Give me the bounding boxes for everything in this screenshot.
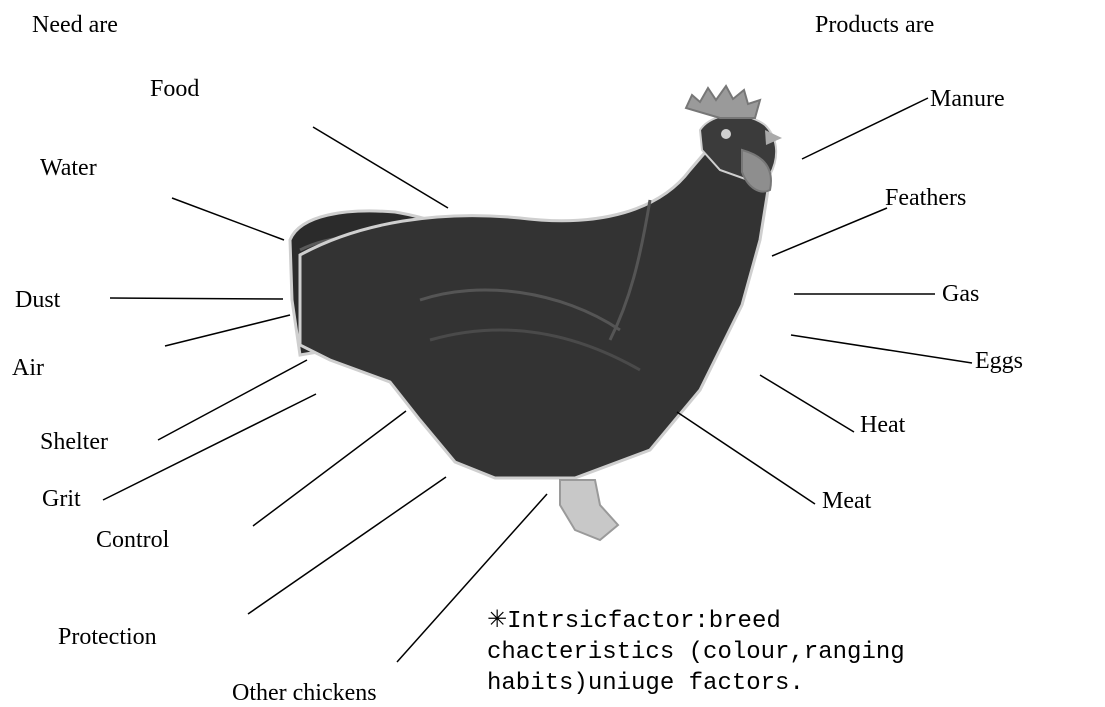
meat-line [677, 412, 815, 504]
note-line-1: Intrsicfactor:breed [507, 608, 781, 635]
asterisk-icon: ✳ [487, 605, 507, 633]
products-heading: Products are [815, 13, 934, 37]
manure-line [802, 98, 928, 159]
chicken-leg [560, 480, 618, 540]
need-label-air: Air [12, 356, 44, 380]
product-label-meat: Meat [822, 489, 871, 513]
shelter-line [158, 360, 307, 440]
needs-heading: Need are [32, 13, 118, 37]
intrinsic-factor-note: ✳Intrsicfactor:breed chacteristics (colo… [487, 604, 905, 699]
protection-line [248, 477, 446, 614]
dust-line [110, 298, 283, 299]
product-label-feathers: Feathers [885, 186, 966, 210]
need-label-food: Food [150, 77, 199, 101]
need-label-dust: Dust [15, 288, 60, 312]
need-label-shelter: Shelter [40, 430, 108, 454]
food-line [313, 127, 448, 208]
chicken-eye [721, 129, 731, 139]
air-line [165, 315, 290, 346]
note-line-2: chacteristics (colour,ranging [487, 639, 905, 666]
product-label-heat: Heat [860, 413, 905, 437]
note-line-3: habits)uniuge factors. [487, 670, 804, 697]
need-label-water: Water [40, 156, 97, 180]
feathers-line [772, 208, 887, 256]
heat-line [760, 375, 854, 432]
need-label-protection: Protection [58, 625, 157, 649]
water-line [172, 198, 284, 240]
control-line [253, 411, 406, 526]
product-label-gas: Gas [942, 282, 979, 306]
product-label-eggs: Eggs [975, 349, 1023, 373]
need-label-other-chickens: Other chickens [232, 681, 377, 705]
chicken-comb [686, 86, 760, 118]
need-label-control: Control [96, 528, 169, 552]
product-label-manure: Manure [930, 87, 1005, 111]
grit-line [103, 394, 316, 500]
chicken-image [290, 86, 782, 540]
eggs-line [791, 335, 972, 363]
need-label-grit: Grit [42, 487, 81, 511]
